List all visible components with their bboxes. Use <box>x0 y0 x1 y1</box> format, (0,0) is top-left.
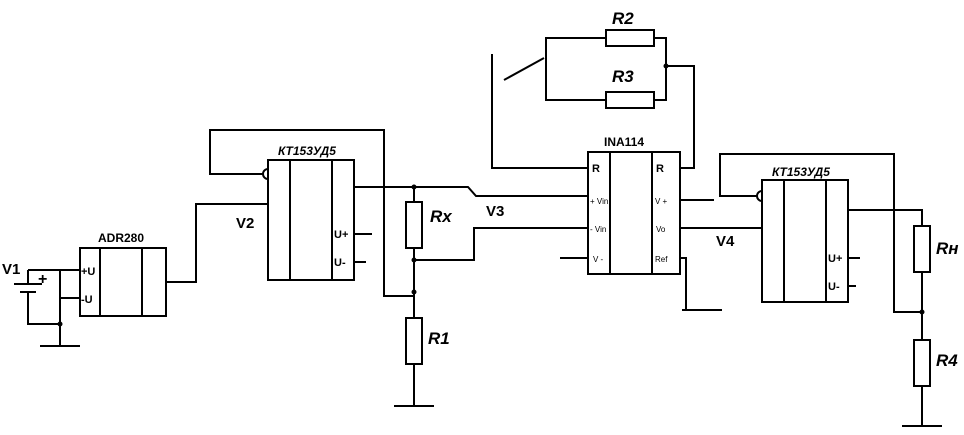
rx-r1-network: Rx R1 V3 <box>354 184 588 407</box>
opamp2-pin-vplus: U+ <box>828 253 842 265</box>
label-v4: V4 <box>716 233 735 250</box>
opamp2-pin-vminus: U- <box>828 281 840 293</box>
label-v3: V3 <box>486 203 504 220</box>
label-v2: V2 <box>236 215 254 232</box>
label-v1: V1 <box>2 261 20 278</box>
opamp1-pin-vminus: U- <box>334 257 346 269</box>
label-rx: Rx <box>430 207 453 226</box>
ina114-pin-ref: Ref <box>655 255 668 264</box>
label-r2: R2 <box>612 9 634 28</box>
opamp-1: КТ153УД5 U+ U- <box>209 129 414 297</box>
opamp2-name: КТ153УД5 <box>772 165 830 179</box>
opamp-2: КТ153УД5 U+ U- <box>719 153 922 313</box>
opamp1-pin-vplus: U+ <box>334 229 348 241</box>
ina114-pin-vin-plus: + Vin <box>590 197 608 206</box>
ina114-pin-v-minus: V - <box>593 255 604 264</box>
label-rn: Rн <box>936 239 959 258</box>
label-r1: R1 <box>428 329 450 348</box>
label-r3: R3 <box>612 67 634 86</box>
adr280-name: ADR280 <box>98 231 144 245</box>
gain-network: R2 R3 <box>491 9 695 169</box>
ina114-pin-vin-minus: - Vin <box>590 225 606 234</box>
label-r4: R4 <box>936 351 958 370</box>
ina114-name: INA114 <box>604 135 644 149</box>
adr280-pin-minus: -U <box>81 294 93 306</box>
ina114-pin-r-right: R <box>656 163 664 175</box>
ina114-pin-vo: Vo <box>656 225 666 234</box>
opamp1-name: КТ153УД5 <box>278 144 336 158</box>
battery-v1: + V1 <box>2 261 80 347</box>
adr280-pin-plus: +U <box>81 266 95 278</box>
adr280-chip: ADR280 +U -U <box>60 203 270 317</box>
load-network: Rн R4 <box>848 209 959 427</box>
battery-plus-sign: + <box>38 271 47 288</box>
ina114-pin-v-plus: V + <box>655 197 668 206</box>
ina114-pin-r-left: R <box>592 163 600 175</box>
ina114-chip: INA114 R R + Vin - Vin V - V + Vo Ref <box>560 135 722 311</box>
